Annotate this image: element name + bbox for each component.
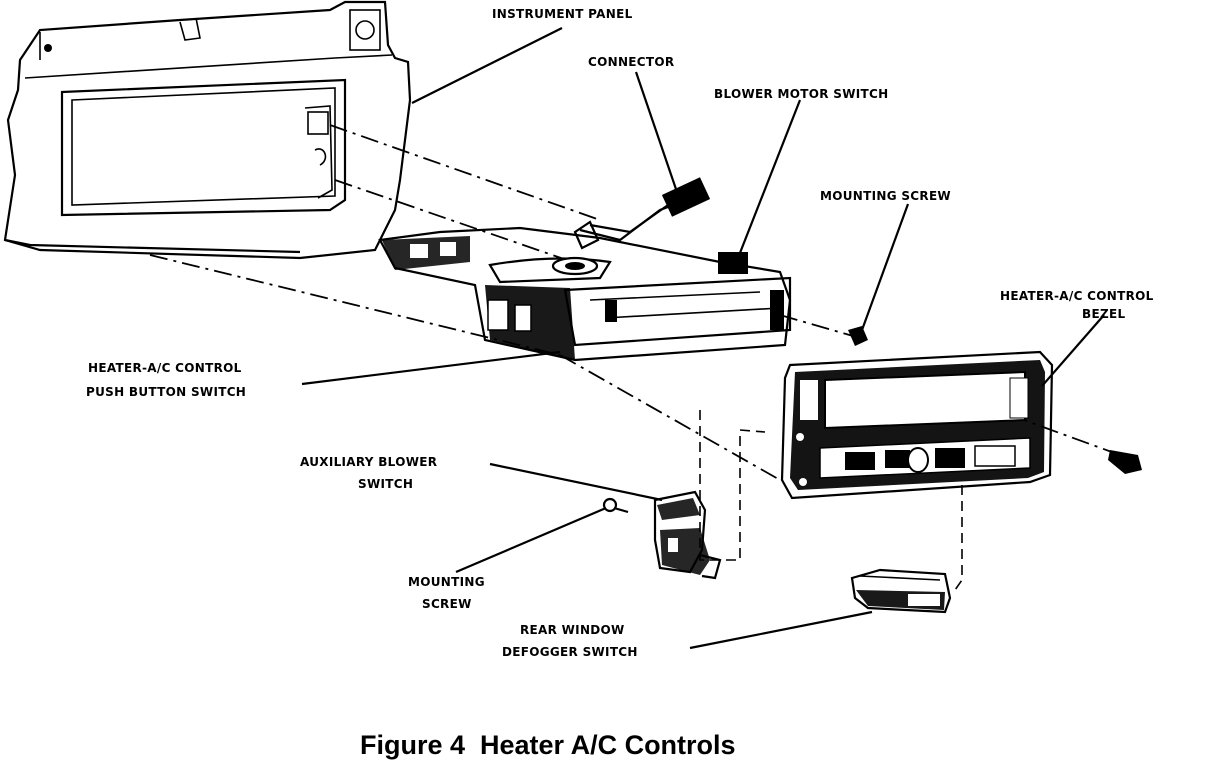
label-aux-line2: SWITCH: [358, 477, 413, 491]
label-instrument-panel: INSTRUMENT PANEL: [492, 7, 633, 21]
label-aux-line1: AUXILIARY BLOWER: [300, 455, 437, 469]
label-rear-line1: REAR WINDOW: [520, 623, 625, 637]
label-mounting-screw-low-line2: SCREW: [422, 597, 472, 611]
label-mounting-screw-low-line1: MOUNTING: [408, 575, 485, 589]
label-rear-line2: DEFOGGER SWITCH: [502, 645, 638, 659]
heater-ac-control-push-button-switch-drawing: [378, 177, 792, 362]
alignment-lines: [149, 124, 1121, 591]
label-blower-motor-switch: BLOWER MOTOR SWITCH: [714, 87, 888, 101]
label-bezel-line2: BEZEL: [1082, 307, 1125, 321]
mounting-screws: [602, 326, 1142, 514]
label-mounting-screw-top: MOUNTING SCREW: [820, 189, 951, 203]
label-push-button-line1: HEATER-A/C CONTROL: [88, 361, 242, 375]
auxiliary-blower-switch-drawing: [653, 490, 722, 580]
leader-lines: [301, 27, 1105, 650]
figure-caption: Figure 4 Heater A/C Controls: [360, 730, 736, 760]
instrument-panel-drawing: [3, 0, 412, 260]
label-push-button-line2: PUSH BUTTON SWITCH: [86, 385, 246, 399]
heater-ac-control-bezel-drawing: [780, 350, 1054, 500]
rear-window-defogger-switch-drawing: [850, 568, 952, 614]
label-bezel-line1: HEATER-A/C CONTROL: [1000, 289, 1154, 303]
label-connector: CONNECTOR: [588, 55, 674, 69]
